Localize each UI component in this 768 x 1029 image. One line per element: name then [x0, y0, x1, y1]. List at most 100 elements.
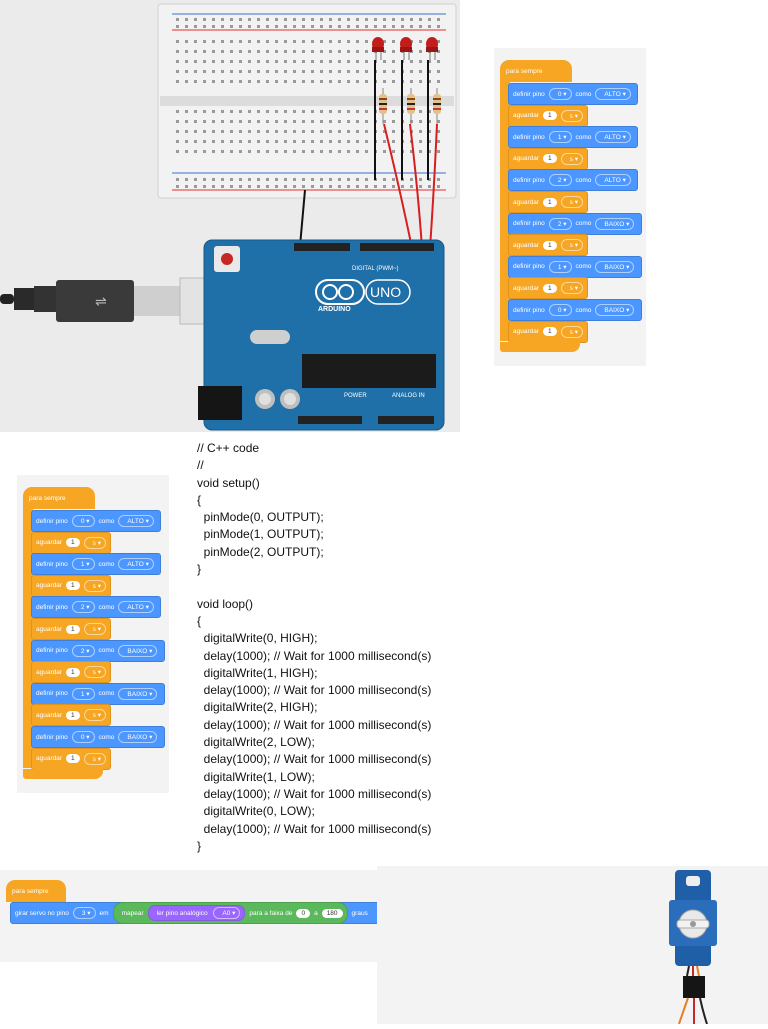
- level-dropdown[interactable]: ALTO ▾: [595, 88, 631, 100]
- unit-dropdown[interactable]: s ▾: [560, 196, 583, 208]
- wait-label: aguardar: [36, 625, 63, 633]
- pin-dropdown[interactable]: 2 ▾: [548, 174, 572, 187]
- forever-hat-block[interactable]: para sempre: [6, 880, 66, 902]
- unit-dropdown[interactable]: s ▾: [83, 623, 106, 635]
- wait-seconds-input[interactable]: 1: [66, 754, 80, 764]
- breadboard-hole: [428, 110, 431, 113]
- forever-hat-block[interactable]: para sempre: [23, 487, 95, 509]
- breadboard-hole: [194, 18, 197, 21]
- unit-dropdown[interactable]: s ▾: [560, 239, 583, 252]
- level-dropdown[interactable]: ALTO ▾: [118, 515, 154, 527]
- unit-dropdown[interactable]: s ▾: [560, 325, 583, 338]
- pin-dropdown[interactable]: 1 ▾: [548, 260, 572, 273]
- unit-dropdown[interactable]: s ▾: [560, 109, 583, 122]
- wait-seconds-input[interactable]: 1: [543, 111, 557, 121]
- wait-seconds-input[interactable]: 1: [66, 710, 80, 720]
- level-dropdown[interactable]: ALTO ▾: [118, 601, 154, 614]
- level-dropdown[interactable]: ALTO ▾: [595, 174, 631, 187]
- pin-dropdown[interactable]: 0 ▾: [71, 515, 95, 527]
- level-dropdown[interactable]: BAIXO ▾: [118, 687, 158, 700]
- level-dropdown[interactable]: ALTO ▾: [595, 131, 631, 144]
- wait-label: aguardar: [513, 112, 540, 120]
- pin-dropdown[interactable]: 0 ▾: [548, 88, 572, 100]
- pin-dropdown[interactable]: 2 ▾: [71, 601, 95, 614]
- wait-seconds-input[interactable]: 1: [543, 327, 557, 337]
- servo-canvas[interactable]: [377, 866, 768, 1025]
- wait-seconds-input[interactable]: 1: [66, 538, 80, 548]
- breadboard-hole: [257, 130, 260, 133]
- read-analog-block[interactable]: ler pino analógico A0 ▾: [147, 905, 246, 921]
- breadboard-hole: [248, 130, 251, 133]
- breadboard-hole: [176, 70, 179, 73]
- analog-pin-dropdown[interactable]: A0 ▾: [213, 907, 241, 919]
- unit-dropdown[interactable]: s ▾: [83, 579, 106, 592]
- pin-dropdown[interactable]: 0 ▾: [548, 304, 572, 316]
- servo-pin-dropdown[interactable]: 3 ▾: [72, 907, 96, 919]
- circuit-canvas[interactable]: ⇌ UNO ARDUINO DIGITAL (PWM~) POWER ANALO…: [0, 0, 460, 432]
- unit-dropdown[interactable]: s ▾: [83, 709, 106, 722]
- wait-seconds-input[interactable]: 1: [66, 624, 80, 634]
- wait-seconds-input[interactable]: 1: [543, 240, 557, 250]
- unit-dropdown[interactable]: s ▾: [560, 282, 583, 295]
- pin-value: 1: [80, 561, 85, 569]
- level-dropdown[interactable]: ALTO ▾: [118, 558, 154, 571]
- wait-seconds-input[interactable]: 1: [66, 667, 80, 677]
- block-editor-servo[interactable]: para sempre girar servo no pino 3 ▾ em m…: [0, 870, 394, 962]
- pin-dropdown[interactable]: 2 ▾: [71, 644, 95, 657]
- level-dropdown[interactable]: BAIXO ▾: [595, 217, 635, 230]
- level-dropdown[interactable]: BAIXO ▾: [118, 731, 158, 743]
- unit-dropdown[interactable]: s ▾: [83, 536, 106, 549]
- breadboard-hole: [329, 110, 332, 113]
- unit-dropdown[interactable]: s ▾: [560, 152, 583, 165]
- pin-dropdown[interactable]: 2 ▾: [548, 217, 572, 230]
- breadboard-hole: [365, 140, 368, 143]
- pin-dropdown[interactable]: 1 ▾: [71, 558, 95, 571]
- range-to-input[interactable]: 180: [321, 908, 343, 918]
- servo-rotate-block[interactable]: girar servo no pino 3 ▾ em mapear ler pi…: [10, 902, 386, 924]
- map-block[interactable]: mapear ler pino analógico A0 ▾ para a fa…: [112, 902, 348, 924]
- wait-seconds-input[interactable]: 1: [543, 283, 557, 293]
- range-from-input[interactable]: 0: [296, 908, 311, 918]
- wait-seconds-input[interactable]: 1: [543, 197, 557, 207]
- breadboard-hole: [293, 185, 296, 188]
- unit-dropdown[interactable]: s ▾: [83, 666, 106, 679]
- pin-dropdown[interactable]: 0 ▾: [71, 731, 95, 743]
- pin-dropdown[interactable]: 1 ▾: [71, 687, 95, 700]
- unit-dropdown[interactable]: s ▾: [83, 752, 106, 765]
- level-dropdown[interactable]: BAIXO ▾: [118, 644, 158, 657]
- pin-dropdown[interactable]: 1 ▾: [548, 131, 572, 144]
- level-dropdown[interactable]: BAIXO ▾: [595, 260, 635, 273]
- wait-seconds-input[interactable]: 1: [66, 581, 80, 591]
- level-dropdown[interactable]: BAIXO ▾: [595, 304, 635, 316]
- wait-seconds-input[interactable]: 1: [543, 154, 557, 164]
- forever-hat-block[interactable]: para sempre: [500, 60, 572, 82]
- breadboard-hole: [284, 60, 287, 63]
- breadboard-hole: [176, 185, 179, 188]
